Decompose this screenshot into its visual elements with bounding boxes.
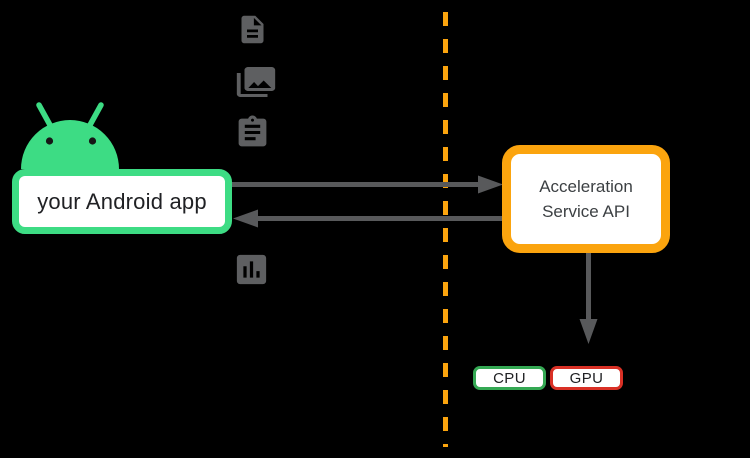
cpu-box: CPU — [473, 366, 546, 390]
acceleration-service-api-box: Acceleration Service API — [502, 145, 670, 253]
gpu-label: GPU — [569, 369, 604, 387]
api-label-line1: Acceleration — [539, 177, 633, 196]
image-library-icon — [233, 64, 279, 100]
clipboard-icon — [234, 114, 271, 151]
arrow-api-to-app — [233, 209, 504, 228]
android-app-label: your Android app — [37, 188, 207, 214]
document-icon — [236, 13, 269, 46]
android-mascot-icon — [21, 102, 119, 169]
api-label-line2: Service API — [542, 202, 630, 221]
arrow-app-to-api — [232, 175, 503, 194]
gpu-box: GPU — [550, 366, 623, 390]
arrow-api-to-hardware — [579, 253, 598, 344]
cpu-label: CPU — [493, 369, 526, 387]
bar-chart-icon — [232, 250, 271, 289]
process-boundary-divider — [443, 12, 448, 447]
android-app-box: your Android app — [12, 169, 232, 234]
